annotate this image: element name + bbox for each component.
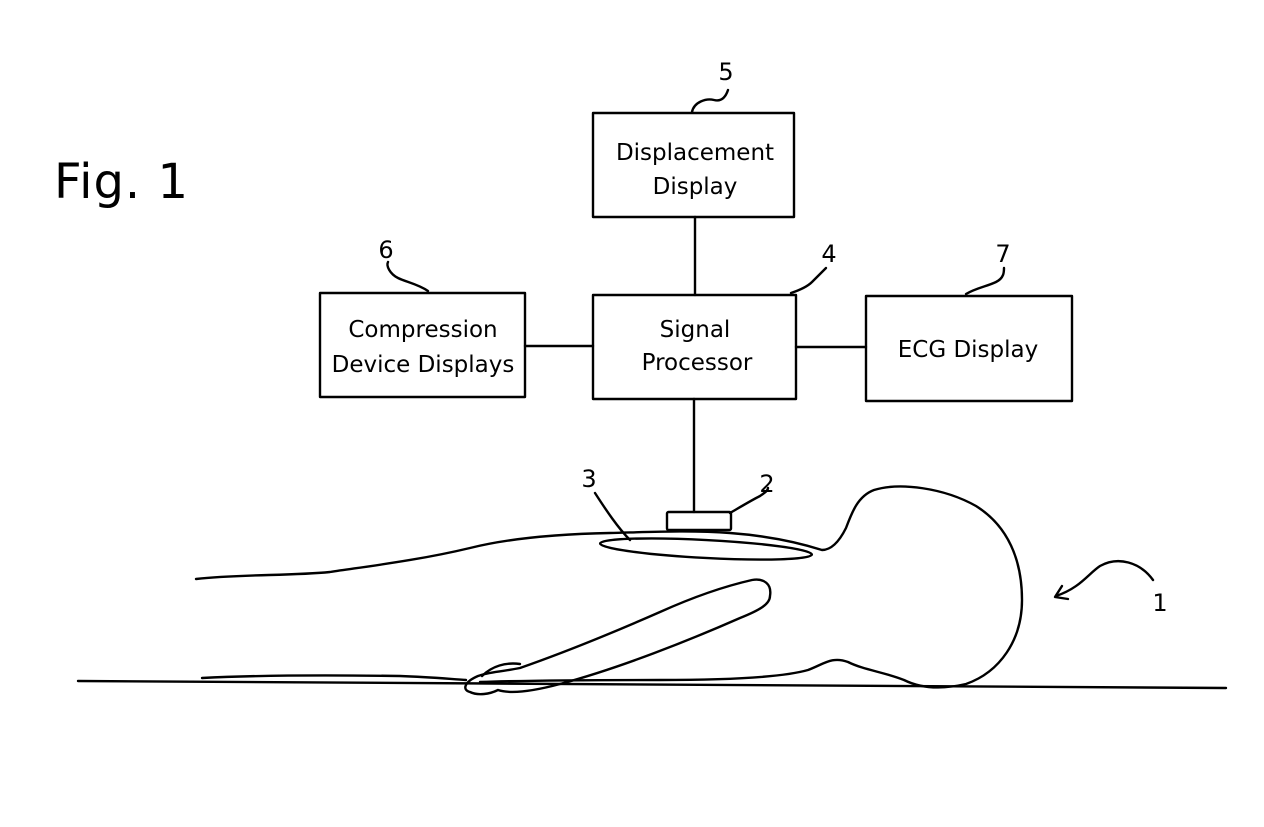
patient-arrow <box>1056 561 1153 596</box>
sensor-pad <box>667 512 731 530</box>
displacement-display-label-line1: Displacement <box>616 140 774 166</box>
ref-number-3: 3 <box>581 465 596 493</box>
ecg-display-label: ECG Display <box>898 337 1039 363</box>
leader-line-7 <box>966 268 1004 294</box>
ref-number-2: 2 <box>759 470 774 498</box>
compression-displays-label-line1: Compression <box>348 317 497 343</box>
ref-number-6: 6 <box>378 236 393 264</box>
ref-number-7: 7 <box>995 240 1010 268</box>
signal-processor-label-line2: Processor <box>642 350 753 376</box>
patient-body-outline <box>196 487 1022 688</box>
leader-line-6 <box>387 262 428 291</box>
displacement-display-label-line2: Display <box>653 174 738 200</box>
compression-displays-label-line2: Device Displays <box>332 352 515 378</box>
compression-displays-box <box>320 293 525 397</box>
leader-line-5 <box>692 90 728 112</box>
signal-processor-box <box>593 295 796 399</box>
ref-number-1: 1 <box>1152 589 1167 617</box>
floor-line <box>78 681 1226 688</box>
patient-arm <box>465 580 770 695</box>
ref-number-5: 5 <box>718 58 733 86</box>
ref-number-4: 4 <box>821 240 836 268</box>
signal-processor-label-line1: Signal <box>660 317 731 343</box>
leader-line-4 <box>791 268 826 293</box>
patient-leg-underside <box>202 675 466 680</box>
